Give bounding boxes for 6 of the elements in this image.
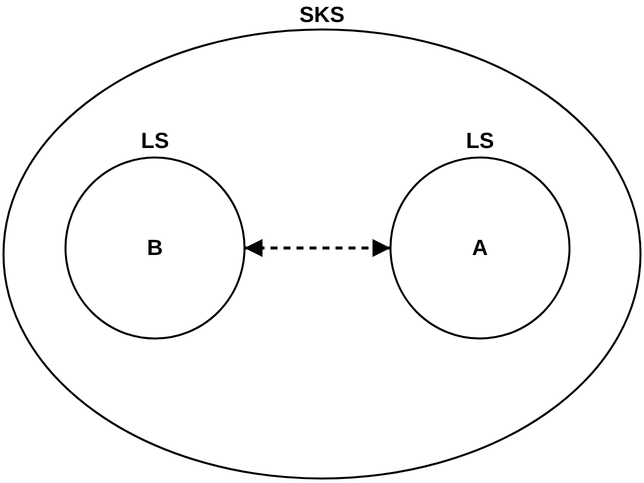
double-arrow bbox=[244, 239, 390, 257]
shape-heading: SKS bbox=[299, 2, 345, 28]
shape-heading: LS bbox=[466, 128, 494, 154]
shape-heading: LS bbox=[140, 128, 170, 154]
node-label: A bbox=[472, 235, 488, 261]
node-label: B bbox=[147, 235, 163, 261]
